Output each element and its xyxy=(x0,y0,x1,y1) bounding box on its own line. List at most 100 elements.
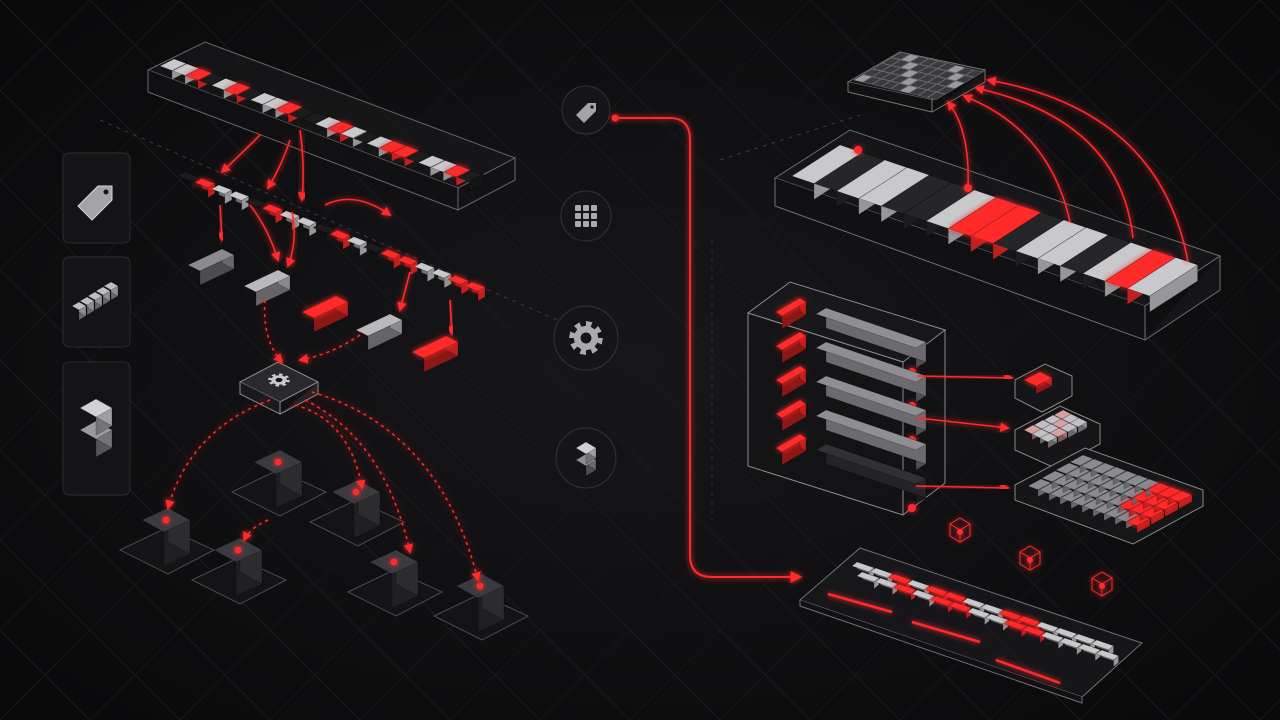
top-grid-cell xyxy=(928,60,948,69)
gear-icon xyxy=(268,373,290,387)
group-block xyxy=(301,295,349,333)
bucket-row xyxy=(775,331,927,410)
grid-line xyxy=(179,0,901,720)
token-cell xyxy=(396,255,419,276)
mini-block xyxy=(79,296,95,316)
top-grid-cell xyxy=(909,72,929,80)
token-cell xyxy=(329,229,351,250)
mini-block xyxy=(103,281,119,301)
token-cell xyxy=(312,223,334,244)
bottom-cell xyxy=(1095,649,1120,668)
bottom-cell xyxy=(985,613,1009,632)
top-grid-cell xyxy=(909,64,929,73)
flow-arrow xyxy=(986,76,1189,263)
output-cell xyxy=(1039,432,1058,449)
top-grid-cell xyxy=(936,78,956,87)
top-grid-cell xyxy=(964,69,984,78)
output-cell xyxy=(1069,417,1088,434)
bottom-cube-core xyxy=(1099,583,1105,589)
group-block xyxy=(243,269,291,307)
leaf-dot xyxy=(476,582,484,590)
bottom-cube-core xyxy=(1027,557,1033,563)
grid-cell xyxy=(591,213,597,219)
guide-line xyxy=(719,114,861,161)
top-grid-cell xyxy=(899,85,919,94)
grid-line xyxy=(899,339,1280,720)
top-grid-cell xyxy=(880,81,900,89)
token-cell xyxy=(430,268,452,289)
leaf-dot xyxy=(390,558,398,566)
bottom-cell xyxy=(888,573,912,592)
flow-arrow xyxy=(249,204,281,262)
connector-start-dot xyxy=(611,114,619,122)
guide-line xyxy=(99,119,581,331)
pipeline-node-grid[interactable] xyxy=(560,190,612,242)
center-pipeline xyxy=(553,85,619,489)
flow-arrow xyxy=(324,198,392,217)
gear-hole xyxy=(580,332,592,344)
token-cell xyxy=(346,236,368,257)
bucket-bar xyxy=(815,307,927,369)
group-blocks xyxy=(187,248,459,373)
leaf-dot xyxy=(274,458,282,466)
top-grid-cell xyxy=(881,73,901,82)
bottom-cell xyxy=(961,597,986,616)
left-panel xyxy=(62,152,131,496)
bottom-track xyxy=(827,592,893,614)
top-grid-cell xyxy=(926,92,946,100)
token-cell xyxy=(295,216,317,237)
top-grid-cell xyxy=(862,76,882,85)
top-grid-cell xyxy=(900,62,920,70)
memory-arrows xyxy=(853,76,1189,263)
token-cell xyxy=(413,262,436,283)
pipeline-node-tag[interactable] xyxy=(561,85,611,135)
memory-dot xyxy=(964,184,972,192)
top-grid-cell xyxy=(918,82,937,90)
left-arrows xyxy=(165,129,481,582)
bottom-cell xyxy=(1059,637,1083,656)
grid-line xyxy=(0,0,181,181)
flow-arrow xyxy=(304,399,414,554)
leaf-node xyxy=(432,573,530,641)
grid-line xyxy=(0,0,541,541)
output-bin-red xyxy=(1014,363,1073,413)
grid-cell xyxy=(591,205,597,211)
grid-line xyxy=(989,429,1280,720)
bottom-track xyxy=(995,658,1061,685)
top-grid-cell xyxy=(908,79,928,88)
leaf-cube xyxy=(141,507,191,567)
flow-arrow xyxy=(263,299,284,364)
grid-line xyxy=(989,0,1280,291)
grid-cell xyxy=(575,221,581,227)
top-grid-cell xyxy=(891,59,910,68)
pipeline-node-gear[interactable] xyxy=(553,305,619,371)
output-cell xyxy=(1059,422,1078,439)
tag-icon xyxy=(77,185,113,221)
bucket-row xyxy=(775,433,927,512)
top-grid-cell xyxy=(918,58,938,67)
grid-cell xyxy=(575,213,581,219)
input-strip xyxy=(146,41,517,211)
bucket-bar xyxy=(815,443,927,505)
bottom-cell xyxy=(1035,621,1059,640)
grid-line xyxy=(0,539,181,720)
leaf-nodes xyxy=(118,449,530,641)
bottom-cell xyxy=(1003,619,1028,638)
top-grid-cell xyxy=(927,84,947,93)
group-block xyxy=(187,248,235,286)
output-bins xyxy=(1014,363,1204,545)
flow-arrow xyxy=(974,84,1134,239)
top-grid-cell xyxy=(871,78,891,87)
bucket-key xyxy=(775,365,807,398)
grid-line xyxy=(0,0,271,271)
pipeline-node-cube[interactable] xyxy=(555,427,617,489)
long-connector xyxy=(615,117,803,583)
leaf-node xyxy=(118,507,216,575)
grid-line xyxy=(0,0,631,631)
token-cell xyxy=(261,203,284,224)
bucket-bar xyxy=(815,375,927,437)
stacked-cubes-icon xyxy=(79,398,113,458)
flow-arrow xyxy=(216,204,227,242)
leaf-node xyxy=(308,479,406,547)
